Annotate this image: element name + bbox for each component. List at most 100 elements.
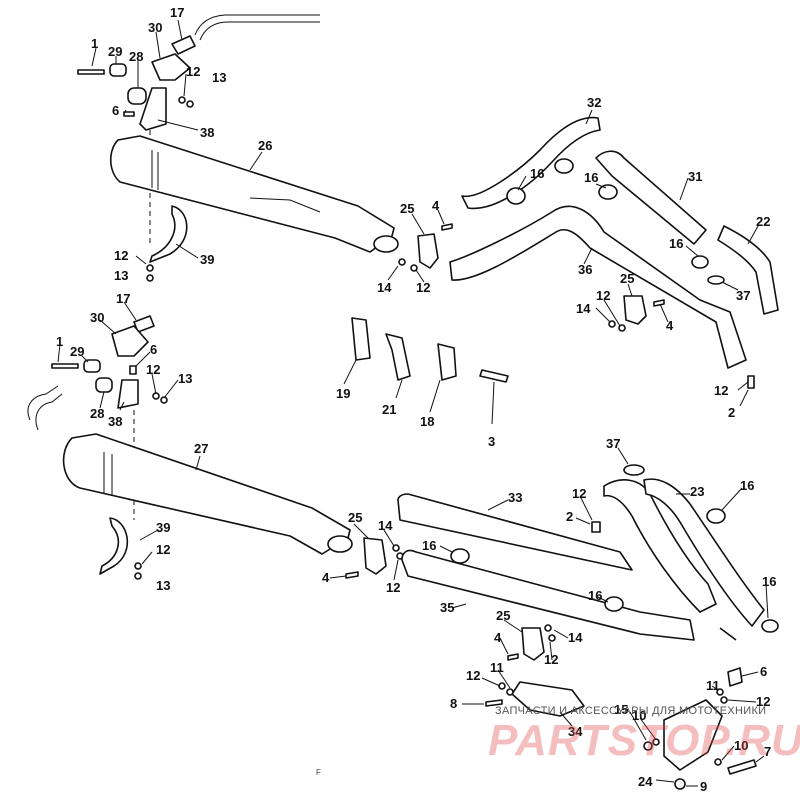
clamp-39-top — [149, 205, 188, 263]
bolt-1-top — [77, 69, 105, 75]
washer-10-b — [714, 758, 722, 766]
callout-12f: 12 — [146, 362, 160, 377]
bracket-18 — [437, 343, 457, 381]
pipe-23 — [643, 478, 765, 627]
clamp-39-lower — [99, 517, 129, 575]
washer-12-clamp-top — [410, 264, 418, 272]
pipe-22 — [717, 225, 779, 315]
mount-bracket-30-lower — [111, 325, 149, 357]
callout-18: 18 — [420, 414, 434, 429]
callout-21: 21 — [382, 402, 396, 417]
callout-26: 26 — [258, 138, 272, 153]
callout-16a: 16 — [530, 166, 544, 181]
callout-33: 33 — [508, 490, 522, 505]
bolt-4-lower — [345, 571, 359, 579]
callout-12c: 12 — [416, 280, 430, 295]
callout-29: 29 — [108, 44, 122, 59]
callout-10: 10 — [632, 708, 646, 723]
callout-6b: 6 — [150, 342, 157, 357]
gasket-37-lower — [623, 464, 645, 476]
bolt-2-right — [747, 375, 755, 389]
callout-16b: 16 — [584, 170, 598, 185]
nut-13-lower-top — [146, 274, 154, 282]
nut-13-clamp-lower — [134, 572, 142, 580]
watermark-caption: ЗАПЧАСТИ И АКСЕССУАРЫ ДЛЯ МОТОТЕХНИКИ — [495, 705, 767, 717]
callout-6: 6 — [112, 103, 119, 118]
bolt-4-top — [441, 223, 453, 231]
callout-14: 14 — [377, 280, 392, 295]
callout-30: 30 — [148, 20, 162, 35]
bolt-7 — [727, 759, 757, 775]
bolt-3 — [479, 369, 509, 383]
bushing-28-lower — [95, 377, 113, 393]
clamp-16-lower-d — [761, 619, 779, 633]
bolt-2-lower — [591, 521, 601, 533]
callout-29b: 29 — [70, 344, 84, 359]
bracket-21 — [385, 333, 411, 381]
washer-12-lower-top — [146, 264, 154, 272]
bracket-38-lower — [117, 379, 139, 409]
washer-12-clamp-lower — [134, 562, 142, 570]
leader-lines — [57, 19, 769, 787]
washer-11-right — [716, 688, 724, 696]
callout-28b: 28 — [90, 406, 104, 421]
nut-9 — [674, 778, 686, 790]
callout-4d: 4 — [494, 630, 502, 645]
pipe-33 — [397, 493, 633, 571]
muffler-26-shield — [249, 197, 321, 213]
clamp-25-bottom — [521, 627, 545, 661]
callout-6c: 6 — [760, 664, 767, 679]
frame-rail-lower-inner — [35, 393, 63, 431]
screw-6-top — [123, 111, 135, 117]
callout-39: 39 — [200, 252, 214, 267]
muffler-26-outlet — [373, 235, 399, 253]
callout-12k: 12 — [466, 668, 480, 683]
washer-11-bracket — [506, 688, 514, 696]
frame-rail-lower — [27, 385, 59, 421]
nut-14-mid — [608, 320, 616, 328]
watermark-brand: PARTSTOP.RU — [488, 716, 800, 765]
callout-14d: 14 — [568, 630, 583, 645]
pipe-36 — [449, 205, 747, 369]
callout-14b: 14 — [576, 301, 591, 316]
callout-39b: 39 — [156, 520, 170, 535]
bolt-8 — [485, 699, 503, 707]
callout-17b: 17 — [116, 291, 130, 306]
callout-25: 25 — [400, 201, 414, 216]
washer-12-bottom — [548, 634, 556, 642]
callout-16d: 16 — [422, 538, 436, 553]
callout-3: 3 — [488, 434, 495, 449]
muffler-27-outlet — [327, 535, 353, 553]
frame-rail-top-inner — [199, 21, 320, 41]
callout-12l: 12 — [756, 694, 770, 709]
clamp-16-upper-d — [691, 255, 709, 269]
callout-36: 36 — [578, 262, 592, 277]
callout-24: 24 — [638, 774, 653, 789]
callout-37b: 37 — [606, 436, 620, 451]
clamp-16-upper-a — [506, 187, 526, 205]
callout-10b: 10 — [734, 738, 748, 753]
callout-16f: 16 — [588, 588, 602, 603]
callout-25c: 25 — [348, 510, 362, 525]
callout-22: 22 — [756, 214, 770, 229]
callout-19: 19 — [336, 386, 350, 401]
pipe-35 — [401, 549, 695, 641]
callout-16e: 16 — [740, 478, 754, 493]
callout-12d: 12 — [596, 288, 610, 303]
clamp-16-upper-b — [554, 158, 574, 174]
nut-14-top — [398, 258, 406, 266]
bolt-6-bracket — [727, 667, 743, 687]
callout-30b: 30 — [90, 310, 104, 325]
callout-11b: 11 — [706, 678, 720, 693]
callout-37: 37 — [736, 288, 750, 303]
footer-mark: F — [316, 768, 321, 777]
callout-1: 1 — [91, 36, 98, 51]
clamp-25-top — [417, 233, 439, 269]
nut-14-bottom — [544, 624, 552, 632]
gasket-37-upper — [707, 275, 725, 285]
callout-8: 8 — [450, 696, 457, 711]
callout-17: 17 — [170, 5, 184, 20]
muffler-27 — [62, 433, 351, 555]
callout-13: 13 — [212, 70, 226, 85]
